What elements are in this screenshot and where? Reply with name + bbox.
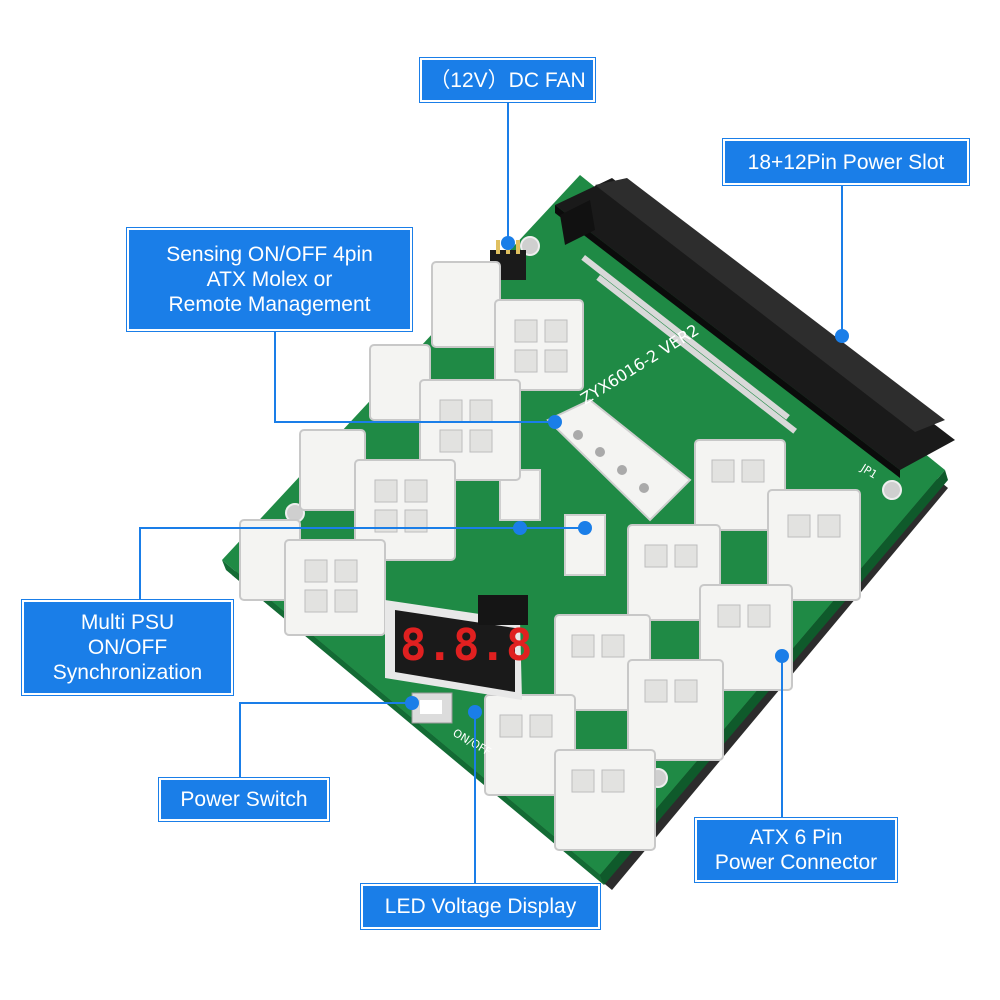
callout-sensing-line3: Remote Management [168, 293, 371, 316]
callout-dc-fan-text: （12V）DC FAN [429, 68, 586, 92]
callout-multi-psu-line3: Synchronization [52, 661, 203, 684]
callout-sensing-molex: Sensing ON/OFF 4pin ATX Molex or Remote … [127, 228, 412, 331]
mounting-hole [882, 480, 902, 500]
callout-led-display-text: LED Voltage Display [384, 895, 577, 918]
callout-sensing-line2: ATX Molex or [206, 268, 333, 291]
callout-power-slot-text: 18+12Pin Power Slot [747, 150, 945, 174]
callout-sensing-line1: Sensing ON/OFF 4pin [166, 243, 373, 266]
led-digits: 8.8.8 [400, 620, 532, 671]
callout-multi-psu: Multi PSU ON/OFF Synchronization [22, 600, 233, 695]
callout-multi-psu-line1: Multi PSU [80, 611, 175, 634]
callout-atx-6pin-line2: Power Connector [714, 851, 878, 874]
power-slot-connector [555, 178, 955, 478]
callout-atx-6pin-line1: ATX 6 Pin [749, 826, 843, 849]
callout-atx-6pin: ATX 6 Pin Power Connector [695, 818, 897, 882]
power-switch[interactable] [411, 692, 453, 724]
molex-4pin-connector [546, 398, 692, 522]
callout-power-switch-text: Power Switch [180, 788, 308, 811]
gold-pin-pads [581, 254, 798, 434]
callout-power-switch: Power Switch [159, 778, 329, 821]
callout-dc-fan: （12V）DC FAN [420, 58, 595, 102]
led-voltage-display: 8.8.8 [385, 600, 532, 700]
sync-header-2 [564, 514, 606, 576]
callout-led-display: LED Voltage Display [361, 884, 600, 929]
callout-multi-psu-line2: ON/OFF [87, 636, 168, 659]
callout-power-slot: 18+12Pin Power Slot [723, 139, 969, 185]
ic-chip [478, 595, 528, 625]
